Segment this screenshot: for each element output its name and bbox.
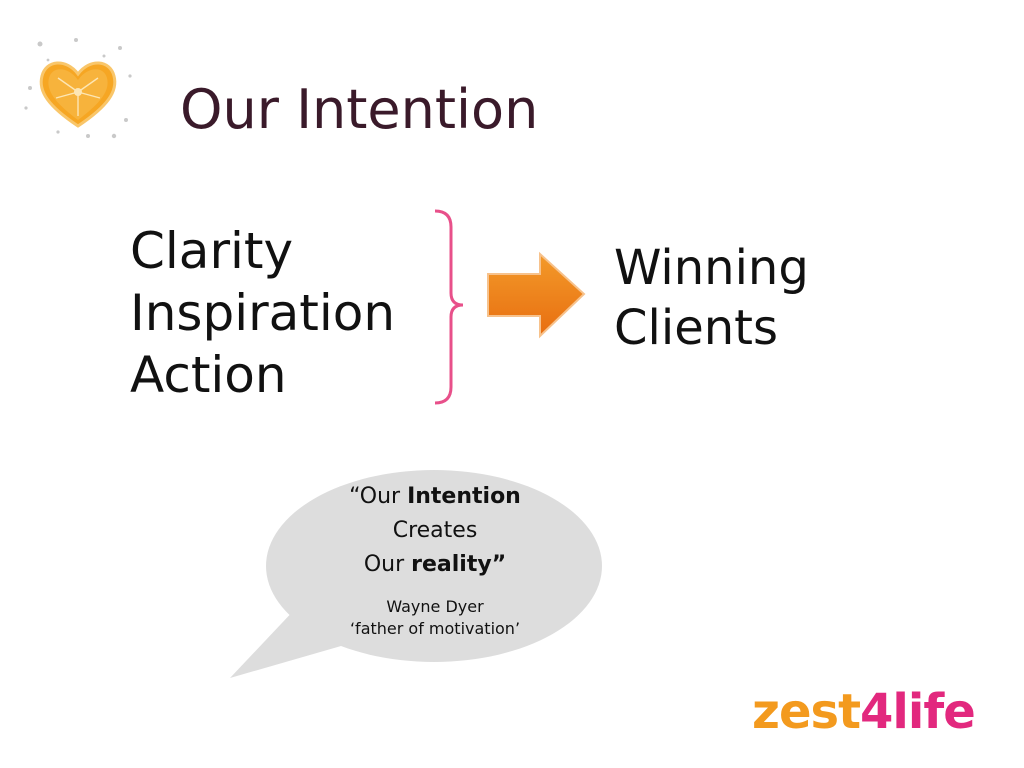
slide-title: Our Intention [180,78,539,141]
speech-bubble [230,470,602,678]
left-list: Clarity Inspiration Action [130,220,395,406]
right-brace-icon [434,209,464,405]
quote-block: “Our Intention Creates Our reality” Wayn… [300,480,570,640]
quote-author: Wayne Dyer [386,597,484,616]
quote-line-2: Creates [392,518,478,543]
brand-zest: zest [752,684,861,740]
winning-clients-text: Winning Clients [614,238,809,358]
right-arrow-icon [487,251,586,339]
list-item-inspiration: Inspiration [130,284,396,342]
quote-bold-intention: Intention [407,484,521,509]
list-item-clarity: Clarity [130,222,294,280]
brand-logo: zest4life [752,684,976,740]
brand-4life: 4life [860,684,976,740]
quote-line-3: Our reality” [300,548,570,582]
orange-heart-icon [24,38,132,139]
quote-line-1: “Our Intention [300,480,570,514]
right-line-2: Clients [614,300,778,356]
quote-our: Our [363,552,412,577]
right-line-1: Winning [614,240,809,296]
quote-bold-reality: reality” [411,552,507,577]
quote-author-title: ‘father of motivation’ [349,619,521,638]
quote-open: “Our [349,484,408,509]
list-item-action: Action [130,346,287,404]
